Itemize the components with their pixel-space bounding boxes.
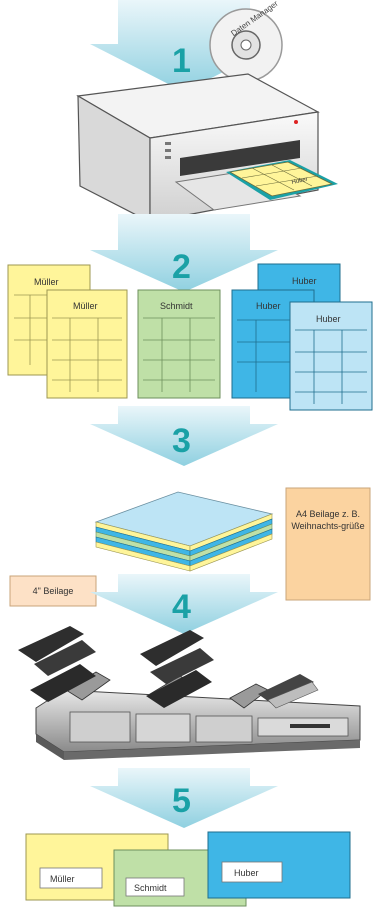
document-huber-front-label: Huber	[316, 314, 341, 324]
envelope-mueller	[25, 833, 169, 901]
paper-stack	[94, 491, 274, 572]
small-insert-card	[9, 575, 97, 607]
step-number-4: 4	[172, 588, 191, 626]
arrow-step-2	[90, 214, 278, 292]
document-huber-back-label: Huber	[292, 276, 317, 286]
document-huber-mid-label: Huber	[256, 301, 281, 311]
a4-insert-card	[285, 487, 371, 601]
document-mueller-front-label: Müller	[73, 301, 98, 311]
arrow-step-5	[90, 768, 278, 828]
document-schmidt	[137, 289, 221, 399]
step-number-1: 1	[172, 42, 191, 80]
envelope-huber	[207, 831, 351, 899]
document-mueller-front	[46, 289, 128, 399]
printer-icon	[76, 73, 320, 223]
document-huber-front	[289, 301, 373, 411]
envelope-mueller-label: Müller	[50, 874, 75, 884]
printed-sheet-label: Huber	[291, 177, 308, 186]
step-number-5: 5	[172, 782, 191, 820]
arrow-step-4	[90, 574, 278, 634]
printed-sheet	[226, 160, 338, 200]
document-schmidt-label: Schmidt	[160, 301, 193, 311]
step-number-2: 2	[172, 248, 191, 286]
envelope-schmidt-label: Schmidt	[134, 883, 167, 893]
a4-insert-label: A4 Beilage z. B. Weihnachts-grüße	[291, 509, 365, 531]
cd-disc-icon	[209, 8, 283, 82]
small-insert-label: 4" Beilage	[32, 586, 74, 596]
inserter-machine-icon	[18, 626, 361, 760]
step-number-3: 3	[172, 422, 191, 460]
document-mueller-back-label: Müller	[34, 277, 59, 287]
envelope-huber-label: Huber	[234, 868, 259, 878]
arrow-step-3	[90, 406, 278, 466]
